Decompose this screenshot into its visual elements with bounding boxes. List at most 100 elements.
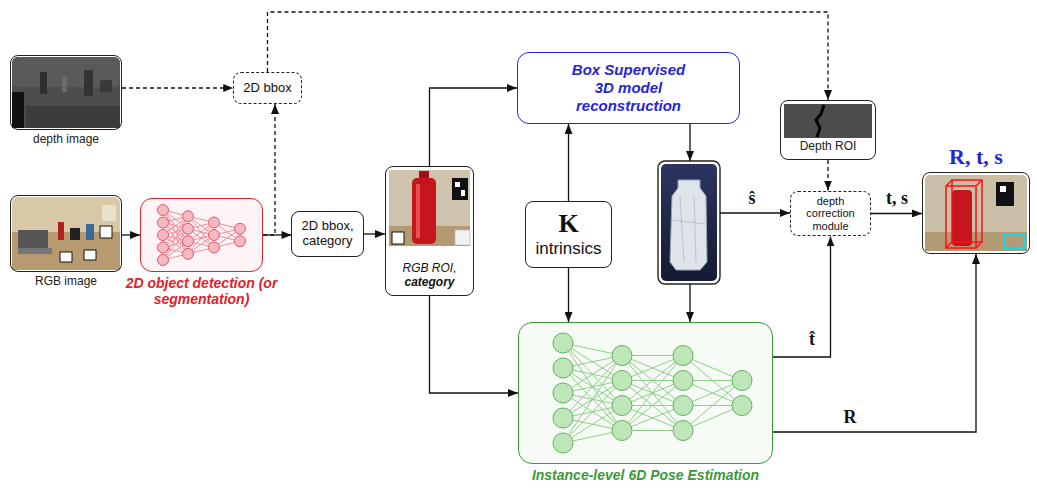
network-link: [622, 356, 683, 431]
network-neuron: [183, 211, 194, 222]
mesh-leader-arrows: [720, 212, 790, 213]
connector-arrow: [827, 160, 828, 191]
result-picture: [952, 180, 982, 242]
network-neuron: [732, 371, 752, 391]
mesh-picture: [661, 164, 717, 281]
rgb-roi-picture: [389, 170, 470, 246]
network-neuron: [209, 230, 220, 241]
result-picture: [952, 190, 972, 246]
image-panel: RGB image: [10, 195, 122, 272]
rgb-image-picture: [58, 222, 64, 240]
mesh-picture: [658, 161, 720, 284]
depth-image-picture: [12, 57, 120, 128]
caption-holder: depth image: [6, 133, 126, 147]
input-box: Kintrinsics: [525, 201, 611, 268]
network-neuron: [158, 230, 169, 241]
network-icon: [553, 333, 752, 453]
network-neuron: [553, 383, 573, 403]
node-text: depth correction module: [797, 195, 865, 233]
result-picture: [1004, 234, 1024, 248]
connector-arrow: [364, 233, 385, 234]
depth-image-picture: [100, 80, 112, 92]
network-neuron: [235, 223, 246, 234]
result-picture: [946, 180, 982, 248]
network-neuron: [158, 242, 169, 253]
node-text: RGB image: [35, 275, 97, 289]
connector-arrow: [122, 234, 140, 235]
rgb-roi-picture: [461, 190, 465, 196]
network-neuron: [235, 236, 246, 247]
rgb-roi-picture: [412, 178, 436, 244]
connector-arrow: [568, 268, 569, 322]
connector-arrow: [773, 236, 831, 357]
network-neuron: [673, 396, 693, 416]
mesh-picture: [672, 196, 706, 262]
network-neuron: [158, 255, 169, 266]
connector-arrow: [430, 88, 518, 166]
caption-holder: RGB image: [6, 275, 126, 289]
network-neuron: [183, 223, 194, 234]
connector-arrow: [568, 124, 569, 201]
rgb-image-picture: [18, 248, 52, 254]
network-neuron: [673, 346, 693, 366]
result-picture: [925, 175, 1027, 251]
connector-arrow: [430, 296, 519, 393]
network-neuron: [612, 346, 632, 366]
depth-roi-picture: [816, 105, 824, 137]
network-neuron: [673, 421, 693, 441]
node-text: 2D object detection (or segmentation): [122, 275, 282, 307]
rgb-roi-picture: [389, 170, 470, 246]
mesh-leader-arrows: [689, 124, 690, 161]
network-neuron: [183, 248, 194, 259]
network-neuron: [673, 371, 693, 391]
node-text: depth image: [33, 133, 99, 147]
caption-holder: Instance-level 6D Pose Estimation: [506, 467, 786, 483]
network-neuron: [158, 205, 169, 216]
rgb-image-picture: [102, 205, 116, 221]
caption-holder: R, t, s: [916, 144, 1036, 169]
connectors: [122, 12, 976, 432]
result-picture: [946, 186, 976, 248]
node-text: Box Supervised 3D model reconstruction: [561, 61, 696, 115]
network-neuron: [158, 217, 169, 228]
connector-arrow: [871, 213, 922, 214]
rgb-image-picture: [70, 228, 80, 240]
edge-label: R: [842, 407, 859, 429]
network-neuron: [183, 236, 194, 247]
process-box: depth correction module: [790, 191, 871, 237]
mesh-picture: [658, 161, 720, 284]
image-panel: RGB ROI,category: [385, 166, 474, 296]
depth-image-picture: [84, 70, 93, 96]
image-panel: depth image: [10, 55, 122, 130]
process-box: 2D bbox, category: [291, 211, 363, 257]
connector-arrow: [122, 87, 233, 88]
node-text: Depth ROI: [800, 140, 857, 154]
rgb-image-picture: [18, 230, 48, 248]
rgb-roi-picture: [455, 182, 460, 187]
connector-arrow: [773, 254, 976, 432]
rgb-roi-picture: [392, 232, 404, 244]
rgb-roi-picture: [452, 178, 468, 200]
node-text: category: [404, 276, 454, 290]
network-neuron: [553, 358, 573, 378]
result-panel: R, t, s: [922, 172, 1030, 254]
rgb-image-picture: [86, 224, 94, 240]
depth-image-picture: [26, 106, 120, 128]
node-text: intrinsics: [535, 239, 601, 259]
rgb-image-picture: [12, 197, 120, 270]
rgb-image-picture: [60, 252, 72, 262]
network-neuron: [612, 396, 632, 416]
depth-roi-picture: [784, 104, 872, 138]
network-box: 2D object detection (or segmentation): [140, 198, 263, 272]
mesh-picture: [670, 180, 707, 270]
network-neuron: [553, 408, 573, 428]
rgb-roi-picture: [455, 230, 470, 245]
depth-image-picture: [12, 57, 120, 128]
result-picture: [1000, 186, 1006, 192]
rgb-roi-picture: [416, 184, 420, 238]
network-neuron: [209, 242, 220, 253]
process-box: 2D bbox: [233, 72, 301, 104]
caption-holder: 2D object detection (or segmentation): [122, 275, 282, 307]
edge-label: t̂: [807, 329, 817, 351]
